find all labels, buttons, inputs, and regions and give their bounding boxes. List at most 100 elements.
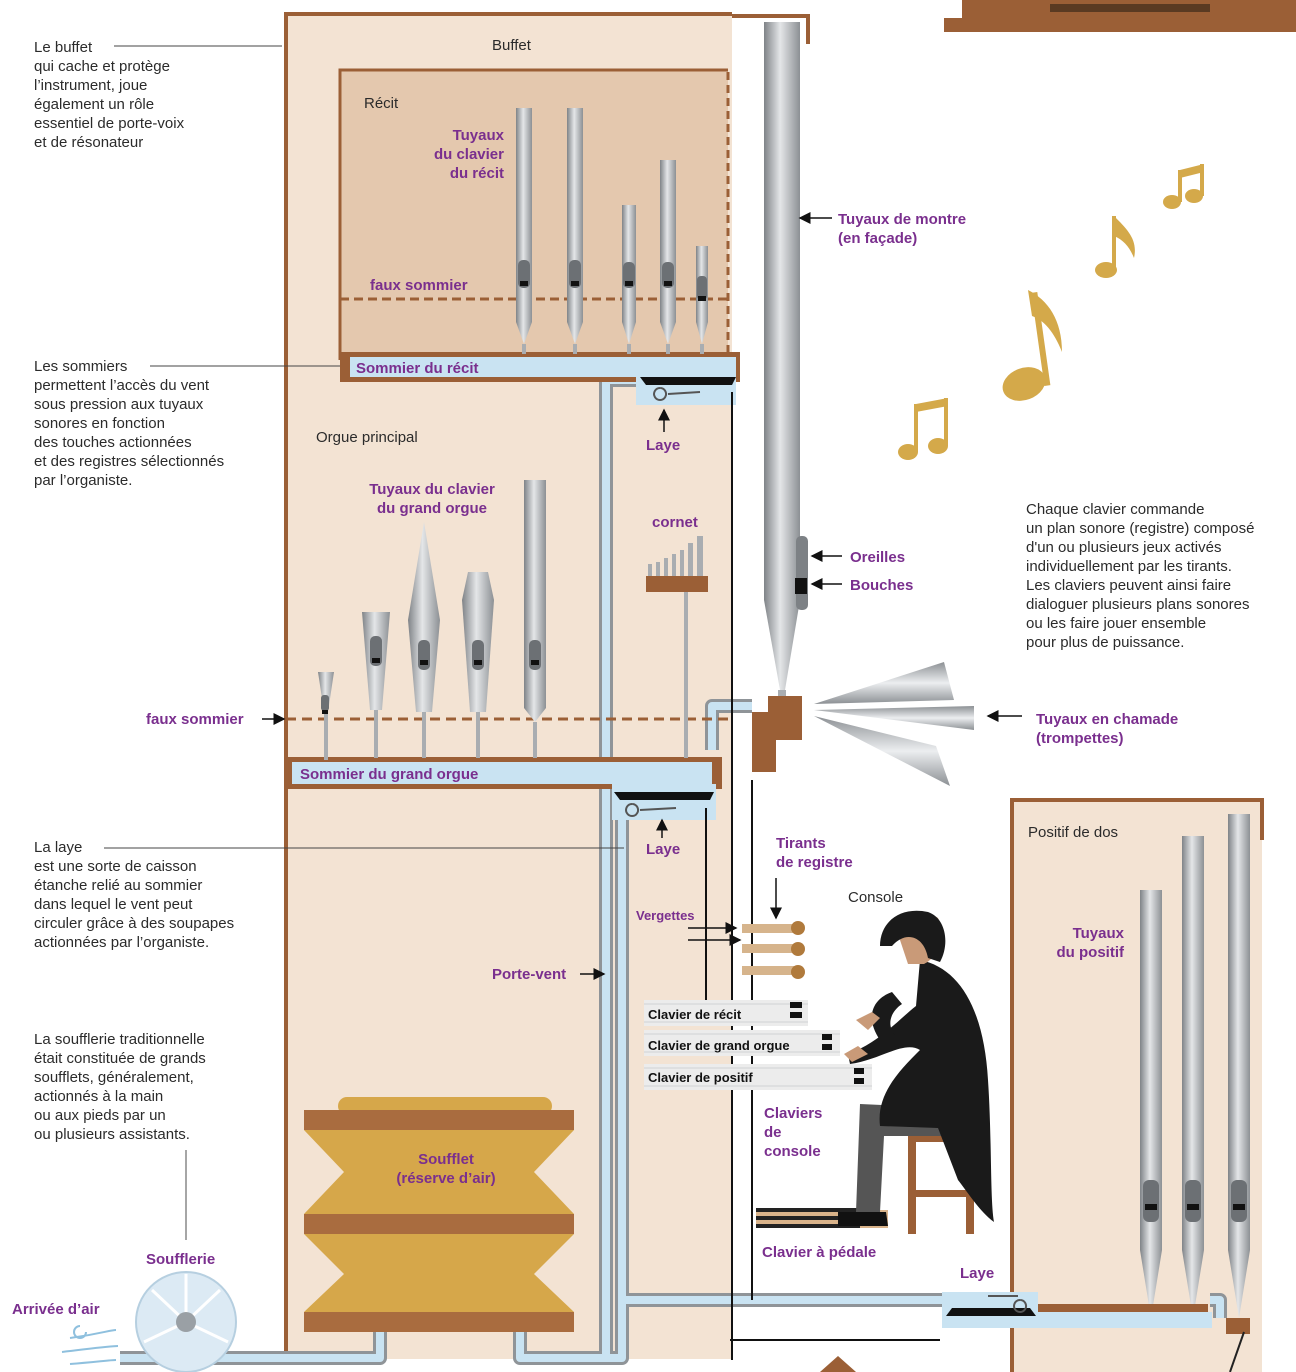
note-line: Les sommiers [34, 358, 128, 375]
organist [838, 910, 994, 1234]
label-line: (trompettes) [1036, 730, 1124, 747]
label-line: du récit [449, 165, 504, 182]
note-line: La laye [34, 839, 83, 856]
positif-title: Positif de dos [1028, 824, 1119, 841]
label-line: du grand orgue [377, 500, 487, 517]
sommier-grand-orgue [286, 757, 722, 820]
label-clavier-recit: Clavier de récit [648, 1007, 742, 1022]
label-faux-sommier-recit: faux sommier [370, 277, 468, 294]
label-line: de [764, 1124, 782, 1141]
note-line: Chaque clavier commande [1026, 501, 1205, 518]
label-tirants: Tirants de registre [776, 834, 853, 872]
label-laye-bottom: Laye [960, 1265, 995, 1282]
note-line: et des registres sélectionnés [34, 453, 225, 470]
label-line: du positif [1056, 944, 1125, 961]
note-line: essentiel de porte-voix [34, 115, 185, 132]
note-line: sonores en fonction [34, 415, 165, 432]
label-vergettes: Vergettes [636, 908, 695, 923]
label-sommier-grand-orgue: Sommier du grand orgue [300, 766, 479, 783]
note-line: sous pression aux tuyaux [34, 396, 204, 413]
label-line: (réserve d’air) [396, 1170, 496, 1187]
label-tuyaux-recit: Tuyaux du clavier du récit [400, 126, 504, 183]
note-line: est une sorte de caisson [34, 858, 197, 875]
soufflet [304, 1097, 574, 1332]
note-line: La soufflerie traditionnelle [34, 1031, 205, 1048]
label-cornet: cornet [652, 514, 698, 531]
label-line: Tuyaux de montre [838, 211, 967, 228]
label-bouches: Bouches [850, 577, 914, 594]
decorative-top-wood [944, 0, 1296, 32]
note-line: actionnées par l’organiste. [34, 934, 210, 951]
label-line: console [764, 1143, 821, 1160]
label-tuyaux-grand-orgue: Tuyaux du clavier du grand orgue [352, 480, 512, 518]
music-notes-icon [898, 164, 1204, 460]
label-claviers-console: Claviers de console [764, 1104, 822, 1161]
note-claviers: Chaque clavier commande un plan sonore (… [1026, 500, 1254, 652]
label-line: (en façade) [838, 230, 918, 247]
label-soufflet: Soufflet (réserve d’air) [356, 1150, 536, 1188]
note-line: un plan sonore (registre) composé [1026, 520, 1255, 537]
note-laye: La laye est une sorte de caisson étanche… [34, 838, 234, 952]
label-tuyaux-positif: Tuyaux du positif [1030, 924, 1125, 962]
cornet [646, 536, 708, 758]
note-line: actionnés à la main [34, 1088, 164, 1105]
note-line: Les claviers peuvent ainsi faire [1026, 577, 1232, 594]
note-line: individuellement par les tirants. [1026, 558, 1232, 575]
label-sommier-recit: Sommier du récit [356, 360, 479, 377]
note-line: Le buffet [34, 39, 93, 56]
note-line: ou aux pieds par un [34, 1107, 166, 1124]
note-line: était constituée de grands [34, 1050, 206, 1067]
label-oreilles: Oreilles [850, 549, 906, 566]
note-line: ou plusieurs assistants. [34, 1126, 190, 1143]
chamade-pipes [752, 662, 974, 786]
note-sommiers: Les sommiers permettent l’accès du vent … [34, 357, 224, 490]
recit-title: Récit [364, 95, 399, 112]
label-line: Claviers [764, 1105, 823, 1122]
label-line: Soufflet [418, 1151, 474, 1168]
note-line: l’instrument, joue [34, 77, 148, 94]
note-line: soufflets, généralement, [34, 1069, 194, 1086]
orgue-principal-title: Orgue principal [316, 429, 418, 446]
label-line: Tuyaux [452, 127, 504, 144]
note-line: d'un ou plusieurs jeux activés [1026, 539, 1222, 556]
note-line: qui cache et protège [34, 58, 170, 75]
label-tuyaux-chamade: Tuyaux en chamade (trompettes) [1036, 710, 1178, 748]
label-laye-top: Laye [646, 437, 681, 454]
montre-pipe [764, 22, 808, 704]
note-line: par l’organiste. [34, 472, 133, 489]
note-line: dialoguer plusieurs plans sonores [1026, 596, 1250, 613]
leader-lines [104, 45, 624, 849]
label-line: du clavier [433, 146, 504, 163]
note-line: dans lequel le vent peut [34, 896, 193, 913]
note-line: ou les faire jouer ensemble [1026, 615, 1207, 632]
label-line: Tirants [776, 835, 826, 852]
note-line: également un rôle [34, 96, 155, 113]
label-faux-sommier-left: faux sommier [146, 711, 244, 728]
note-buffet: Le buffet qui cache et protège l’instrum… [34, 38, 184, 152]
note-line: permettent l’accès du vent [34, 377, 210, 394]
label-clavier-grand-orgue: Clavier de grand orgue [648, 1038, 790, 1053]
grand-orgue-pipes [318, 480, 546, 760]
label-line: Tuyaux [1072, 925, 1124, 942]
buffet-title: Buffet [492, 37, 531, 54]
arrows [262, 212, 1022, 980]
sommier-positif [942, 1292, 1250, 1372]
note-line: et de résonateur [34, 134, 144, 151]
console-title: Console [848, 889, 904, 906]
positif-box [1010, 798, 1264, 1372]
label-line: Tuyaux en chamade [1036, 711, 1179, 728]
note-line: pour plus de puissance. [1026, 634, 1185, 651]
fulcrum [820, 1356, 856, 1372]
label-line: Tuyaux du clavier [369, 481, 495, 498]
label-laye-mid: Laye [646, 841, 681, 858]
label-soufflerie: Soufflerie [146, 1251, 216, 1268]
label-porte-vent: Porte-vent [492, 966, 567, 983]
label-clavier-pedale: Clavier à pédale [762, 1244, 877, 1261]
label-clavier-positif: Clavier de positif [648, 1070, 753, 1085]
positif-pipes [1140, 814, 1250, 1318]
note-soufflerie: La soufflerie traditionnelle était const… [34, 1030, 206, 1144]
note-line: des touches actionnées [34, 434, 192, 451]
soufflerie-fan [61, 1150, 237, 1372]
note-line: circuler grâce à des soupapes [34, 915, 235, 932]
